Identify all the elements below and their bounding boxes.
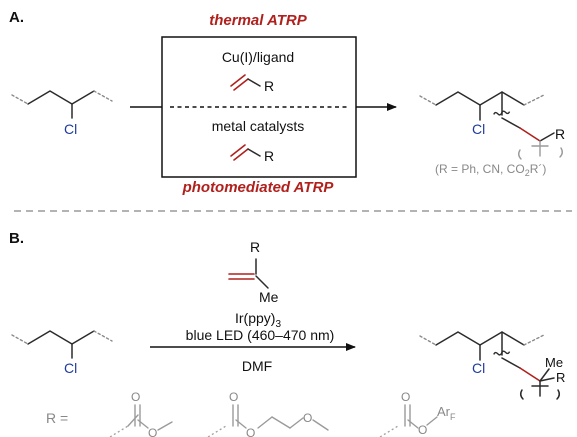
graft-product-a: Cl R xyxy=(419,91,565,160)
ester-oxygen-1: O xyxy=(131,390,140,404)
methacrylic-monomer: R Me xyxy=(228,239,279,305)
solvent-label: DMF xyxy=(242,358,272,374)
cu-ligand-label: Cu(I)/ligand xyxy=(222,49,294,65)
ether-oxygen-2: O xyxy=(246,426,255,437)
fluoroaryl-label: ArF xyxy=(437,404,456,422)
chlorine-label-b: Cl xyxy=(64,360,77,376)
ether-oxygen-1: O xyxy=(229,390,238,404)
ether-oxygen-3: O xyxy=(303,411,312,425)
chlorine-label-b-product: Cl xyxy=(472,360,485,376)
catalyst-label: Ir(ppy)3 xyxy=(235,310,281,330)
scope-note-a: (R = Ph, CN, CO2R´) xyxy=(435,162,546,178)
r-equals-label: R = xyxy=(46,410,68,426)
aryl-ester-oxygen-2: O xyxy=(418,423,427,437)
monomer-r-b: R xyxy=(250,239,260,255)
monomer-r-top: R xyxy=(264,78,274,94)
panel-a: A. thermal ATRP Cu(I)/ligand R metal cat… xyxy=(9,9,565,196)
light-source-label: blue LED (460–470 nm) xyxy=(186,327,335,343)
vinyl-monomer-top: R xyxy=(230,74,274,94)
methyl-ester-substituent: O O xyxy=(109,390,173,437)
product-r-a: R xyxy=(555,126,565,142)
pvc-fragment-a: Cl xyxy=(11,90,113,137)
product-me-b: Me xyxy=(545,355,563,370)
photomediated-atrp-title: photomediated ATRP xyxy=(182,179,335,196)
metal-catalysts-label: metal catalysts xyxy=(212,118,305,134)
monomer-me-b: Me xyxy=(259,289,279,305)
vinyl-monomer-bottom: R xyxy=(230,144,274,164)
monomer-r-bottom: R xyxy=(264,148,274,164)
aryl-ester-oxygen-1: O xyxy=(401,390,410,404)
product-r-b: R xyxy=(556,370,565,385)
pvc-fragment-b: Cl xyxy=(11,330,113,376)
panel-b-label: B. xyxy=(9,230,24,247)
panel-a-label: A. xyxy=(9,9,24,26)
panel-b: B. R Me Ir(ppy)3 blue LED (460–470 nm) D… xyxy=(9,230,565,437)
thermal-atrp-title: thermal ATRP xyxy=(209,12,308,29)
methoxyethyl-ester-substituent: O O O xyxy=(207,390,329,437)
chlorine-label-a: Cl xyxy=(64,121,77,137)
ester-oxygen-2: O xyxy=(148,426,157,437)
graft-product-b: Cl Me R xyxy=(419,331,565,400)
fluoroaryl-ester-substituent: O O ArF xyxy=(379,390,456,437)
chlorine-label-a-product: Cl xyxy=(472,121,485,137)
